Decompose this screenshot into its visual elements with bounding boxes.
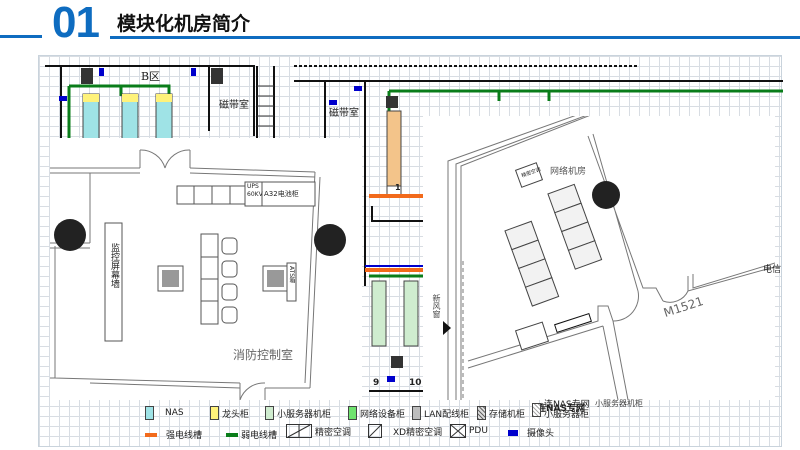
header-line-right — [110, 36, 800, 39]
legend-label: 强电线槽 — [166, 431, 203, 441]
legend-label: 摄像头 — [527, 429, 555, 439]
power-trunk-swatch — [145, 432, 157, 437]
legend-item-small-server: 小服务器机柜 — [265, 406, 331, 420]
legend-item-weak-trunk: 弱电线槽 — [226, 428, 277, 441]
storage-swatch — [477, 406, 486, 420]
fire-control-room-inset: 监控屏幕墙 UPS 60KV A32电池柜 ATS箱 消防控制室 — [50, 138, 362, 400]
small-server-label: 小服务器机柜 — [595, 399, 643, 408]
telecom-label: 电信 — [763, 265, 782, 275]
legend-label: PDU — [469, 426, 488, 436]
precision-ac-icon — [286, 424, 312, 438]
network-device-swatch — [348, 406, 357, 420]
weak-trunk-swatch — [226, 432, 238, 437]
fire-room-drawing — [50, 149, 346, 400]
tap-cabinet-swatch — [210, 406, 219, 420]
lan-swatch — [412, 406, 421, 420]
legend-item-camera: 摄像头 — [508, 426, 554, 439]
ats-label: ATS箱 — [288, 266, 295, 284]
xd-ac-icon — [368, 424, 382, 438]
fresh-air-label: 新风窗 — [432, 294, 441, 318]
legend-label: NAS — [165, 408, 184, 418]
network-room-drawing — [443, 116, 775, 400]
network-room-inset: 网络机房 精密空调 M1521 新风窗 — [423, 116, 775, 400]
legend-label: XD精密空调 — [393, 427, 443, 438]
legend-item-storage: 存储机柜 — [477, 406, 525, 420]
nas-swatch — [145, 406, 154, 420]
camera-swatch — [508, 429, 518, 436]
zone-b-label: B区 — [141, 70, 161, 83]
legend-item-precision-ac: 精密空调 — [286, 424, 351, 438]
legend-item-nas-server: 连NAS专网小服务器柜 — [532, 400, 596, 420]
tape-room-label: 磁带室 — [219, 100, 249, 111]
legend-item-nas: NAS — [145, 406, 184, 420]
legend-label: 连NAS专网小服务器柜 — [544, 400, 590, 420]
floor-plan-drawing — [45, 65, 783, 392]
small-server-swatch — [265, 406, 274, 420]
room-name: 消防控制室 — [233, 348, 294, 362]
battery-cabinet-label: A32电池柜 — [264, 190, 299, 198]
legend-item-power-trunk: 强电线槽 — [145, 428, 202, 441]
legend-item-xd-ac: XD精密空调 — [368, 424, 442, 438]
legend-label: 小服务器机柜 — [277, 409, 332, 420]
room-name: 网络机房 — [550, 167, 587, 177]
legend-label: 精密空调 — [315, 427, 352, 438]
page-title: 模块化机房简介 — [117, 13, 251, 35]
legend-label: 存储机柜 — [489, 409, 526, 420]
legend-label: 网络设备柜 — [360, 409, 406, 420]
header-line-left — [0, 35, 42, 38]
legend-item-tap-cabinet: 龙头柜 — [210, 406, 249, 420]
monitor-wall-label: 监控屏幕墙 — [109, 243, 119, 288]
legend-item-lan: LAN配线柜 — [412, 406, 469, 420]
tape-room-label: 磁带室 — [329, 108, 359, 119]
legend-item-network-device: 网络设备柜 — [348, 406, 405, 420]
nas-server-swatch — [532, 403, 541, 417]
legend-label: 弱电线槽 — [241, 431, 278, 441]
nas-network-label: 连NAS专网 — [537, 404, 585, 414]
ups-label: UPS 60KV — [247, 183, 263, 198]
section-number: 01 — [52, 0, 100, 47]
legend-item-pdu: PDU — [450, 424, 488, 438]
rack-number: 9 — [373, 378, 380, 388]
rack-number: 1 — [395, 183, 401, 192]
pdu-icon — [450, 424, 466, 438]
legend-label: 龙头柜 — [222, 409, 250, 420]
rack-number: 10 — [409, 378, 422, 388]
legend: NAS 龙头柜 小服务器机柜 网络设备柜 LAN配线柜 存储机柜 连NAS专网小… — [140, 400, 610, 446]
legend-label: LAN配线柜 — [424, 409, 470, 420]
